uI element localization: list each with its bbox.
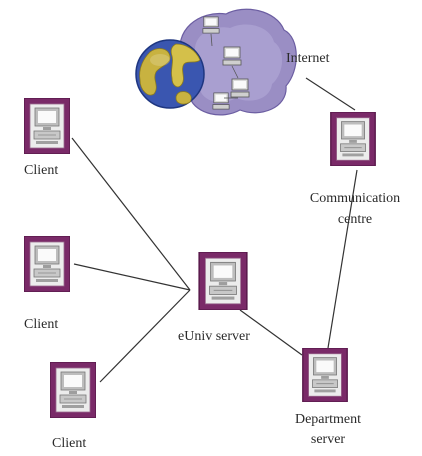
connector-internet-communication — [305, 77, 356, 111]
client-label-3: Client — [52, 436, 87, 451]
connector-euniv-department — [239, 309, 303, 356]
client-label-1: Client — [24, 163, 59, 178]
client-computer-icon-2 — [24, 236, 70, 292]
cloud-computer-icon-4 — [212, 92, 230, 110]
globe-icon — [135, 39, 205, 109]
connector-client2-euniv — [73, 263, 191, 291]
communication-centre-label-line1: Communication — [309, 191, 401, 206]
client-computer-icon-3 — [50, 362, 96, 418]
connector-department-communication — [327, 169, 358, 349]
euniv-server-label: eUniv server — [178, 329, 250, 344]
euniv-server-computer-icon — [198, 252, 248, 310]
communication-centre-computer-icon — [330, 112, 376, 166]
client-computer-icon-1 — [24, 98, 70, 154]
cloud-computer-icon-3 — [230, 78, 250, 98]
connectors — [71, 77, 358, 383]
internet-label: Internet — [286, 51, 330, 66]
cloud-computer-icon-1 — [202, 16, 220, 34]
department-server-label-line2: server — [310, 432, 346, 447]
department-server-computer-icon — [302, 348, 348, 402]
department-server-label-line1: Department — [294, 412, 362, 427]
communication-centre-label-line2: centre — [337, 212, 373, 227]
cloud-computer-icon-2 — [222, 46, 242, 66]
client-label-2: Client — [24, 317, 59, 332]
connector-client3-euniv — [99, 289, 191, 383]
internet-cloud-icon — [172, 8, 297, 116]
connector-client1-euniv — [71, 137, 191, 291]
